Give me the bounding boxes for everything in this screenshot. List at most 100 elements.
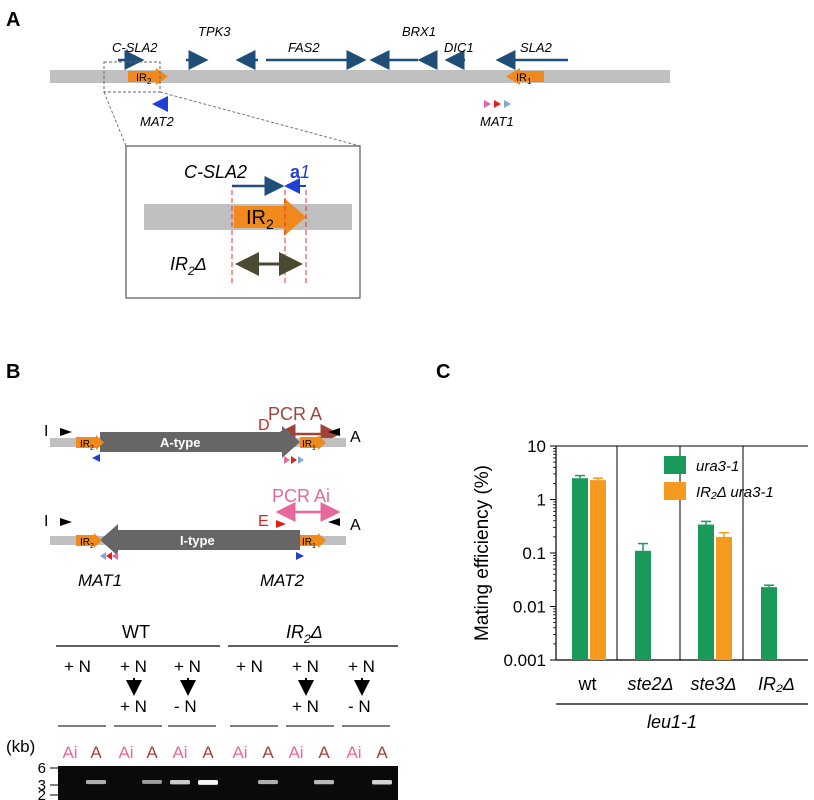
gel-band (314, 780, 334, 785)
i-type-mat1-pink (112, 552, 118, 560)
legend-label: IR₂Δ ura3-1 (696, 484, 774, 501)
primer-d-label: D (258, 417, 270, 434)
inset-delta-label: IR2Δ (170, 254, 207, 278)
i-type-label: I-type (180, 533, 215, 548)
primer-i-label-1: I (44, 423, 48, 440)
inset-ir2-label: IR2 (246, 207, 274, 232)
lane-label: A (318, 743, 330, 762)
ir1-label: IR1 (516, 72, 532, 86)
sla2-label: SLA2 (520, 40, 553, 55)
a-type-label: A-type (160, 435, 200, 450)
a-type-ir1-label: IR1 (302, 439, 316, 452)
condition-label: - N (174, 697, 197, 716)
lane-label: Ai (118, 743, 133, 762)
condition-label: - N (348, 697, 371, 716)
primer-a-arrow-1 (328, 428, 340, 436)
category-label: ste2Δ (627, 674, 673, 694)
primer-a-label-1: A (350, 429, 361, 446)
gel-band (142, 780, 162, 784)
condition-label: + N (64, 657, 91, 676)
i-type-ir2 (76, 533, 102, 548)
lane-label: A (146, 743, 158, 762)
inset-a1-label: a1 (290, 162, 310, 182)
a-type-ir2 (76, 435, 104, 450)
bar-ir2-delta-ura3-1 (590, 480, 606, 660)
dic1-label: DIC1 (444, 40, 474, 55)
condition-label: + N (292, 697, 319, 716)
primer-a-arrow-2 (328, 518, 340, 526)
legend-swatch (664, 482, 686, 500)
condition-label: + N (292, 657, 319, 676)
y-tick-label: 0.001 (503, 651, 546, 670)
a-type-cassette (100, 426, 300, 458)
lane-label: A (262, 743, 274, 762)
size-marker-label: 6 (38, 760, 46, 777)
i-type-ir2-label: IR2 (80, 537, 94, 550)
gel-band (170, 780, 190, 785)
panel-c-letter: C (436, 361, 450, 383)
gel-band (198, 780, 218, 785)
a-type-mat1-pink (284, 456, 290, 464)
condition-label: + N (120, 697, 147, 716)
bar-ura3-1 (635, 550, 651, 660)
legend-swatch (664, 456, 686, 474)
primer-e-label: E (258, 513, 269, 530)
group-label: leu1-1 (647, 712, 697, 732)
panel-b: B PCR A D I A A-type IR2 IR1 PCR Ai E I … (6, 361, 398, 800)
lane-label: Ai (62, 743, 77, 762)
category-label: wt (578, 674, 597, 694)
ir2-arrow (128, 68, 168, 85)
wt-label: WT (122, 622, 150, 642)
legend-label: ura3-1 (696, 458, 739, 475)
panel-a: A C-SLA2 TPK3 FAS2 BRX1 DIC1 SLA2 IR2 IR… (6, 9, 670, 299)
y-tick-label: 10 (527, 437, 546, 456)
lane-label: Ai (288, 743, 303, 762)
a-type-mat1-blue (298, 456, 304, 464)
i-type-ir1-label: IR1 (302, 537, 316, 550)
bar-ura3-1 (698, 524, 714, 660)
y-axis-label: Mating efficiency (%) (472, 465, 493, 641)
condition-label: + N (120, 657, 147, 676)
i-type-mat1-blue (100, 552, 106, 560)
i-type-mat1-red (106, 552, 112, 560)
category-label: IR₂Δ (758, 674, 795, 694)
i-type-cassette (100, 524, 300, 556)
bar-ura3-1 (761, 587, 777, 660)
lane-label: A (376, 743, 388, 762)
tpk3-label: TPK3 (198, 24, 231, 39)
ir2-delta-strain-label: IR2Δ (286, 622, 323, 646)
lane-label: A (90, 743, 102, 762)
inset-c-sla2-label: C-SLA2 (184, 162, 247, 182)
zoom-line-left (103, 91, 127, 147)
condition-labels: + N+ N+ N+ N- N+ N+ N+ N+ N- N (58, 657, 390, 727)
mat1-label: MAT1 (480, 114, 514, 129)
y-tick-label: 1 (537, 491, 546, 510)
zoom-line-right (159, 91, 361, 147)
c-sla2-label: C-SLA2 (112, 40, 158, 55)
kb-label: (kb) (6, 737, 35, 756)
ir2-label: IR2 (136, 72, 152, 86)
category-label: ste3Δ (690, 674, 736, 694)
fas2-label: FAS2 (288, 40, 320, 55)
lane-label: A (202, 743, 214, 762)
size-marker-label: 2 (38, 787, 46, 800)
lane-label: Ai (232, 743, 247, 762)
gel-bands (86, 780, 392, 785)
i-type-mat1-label: MAT1 (78, 571, 122, 590)
lane-labels: Ai A Ai A Ai A Ai A Ai A Ai A (62, 743, 388, 762)
lane-label: Ai (172, 743, 187, 762)
lane-label: Ai (346, 743, 361, 762)
condition-label: + N (348, 657, 375, 676)
size-markers: 632 (38, 760, 58, 800)
primer-i-label-2: I (44, 513, 48, 530)
gel-band (86, 780, 106, 785)
gel-image (58, 766, 398, 800)
bar-ura3-1 (572, 478, 588, 660)
pcr-a-label: PCR A (268, 404, 322, 424)
mat1-pink-arrow (484, 100, 491, 108)
ir2-dashed-box (103, 61, 161, 93)
primer-e-arrow (276, 520, 286, 528)
condition-label: + N (236, 657, 263, 676)
y-tick-label: 0.1 (522, 544, 546, 563)
